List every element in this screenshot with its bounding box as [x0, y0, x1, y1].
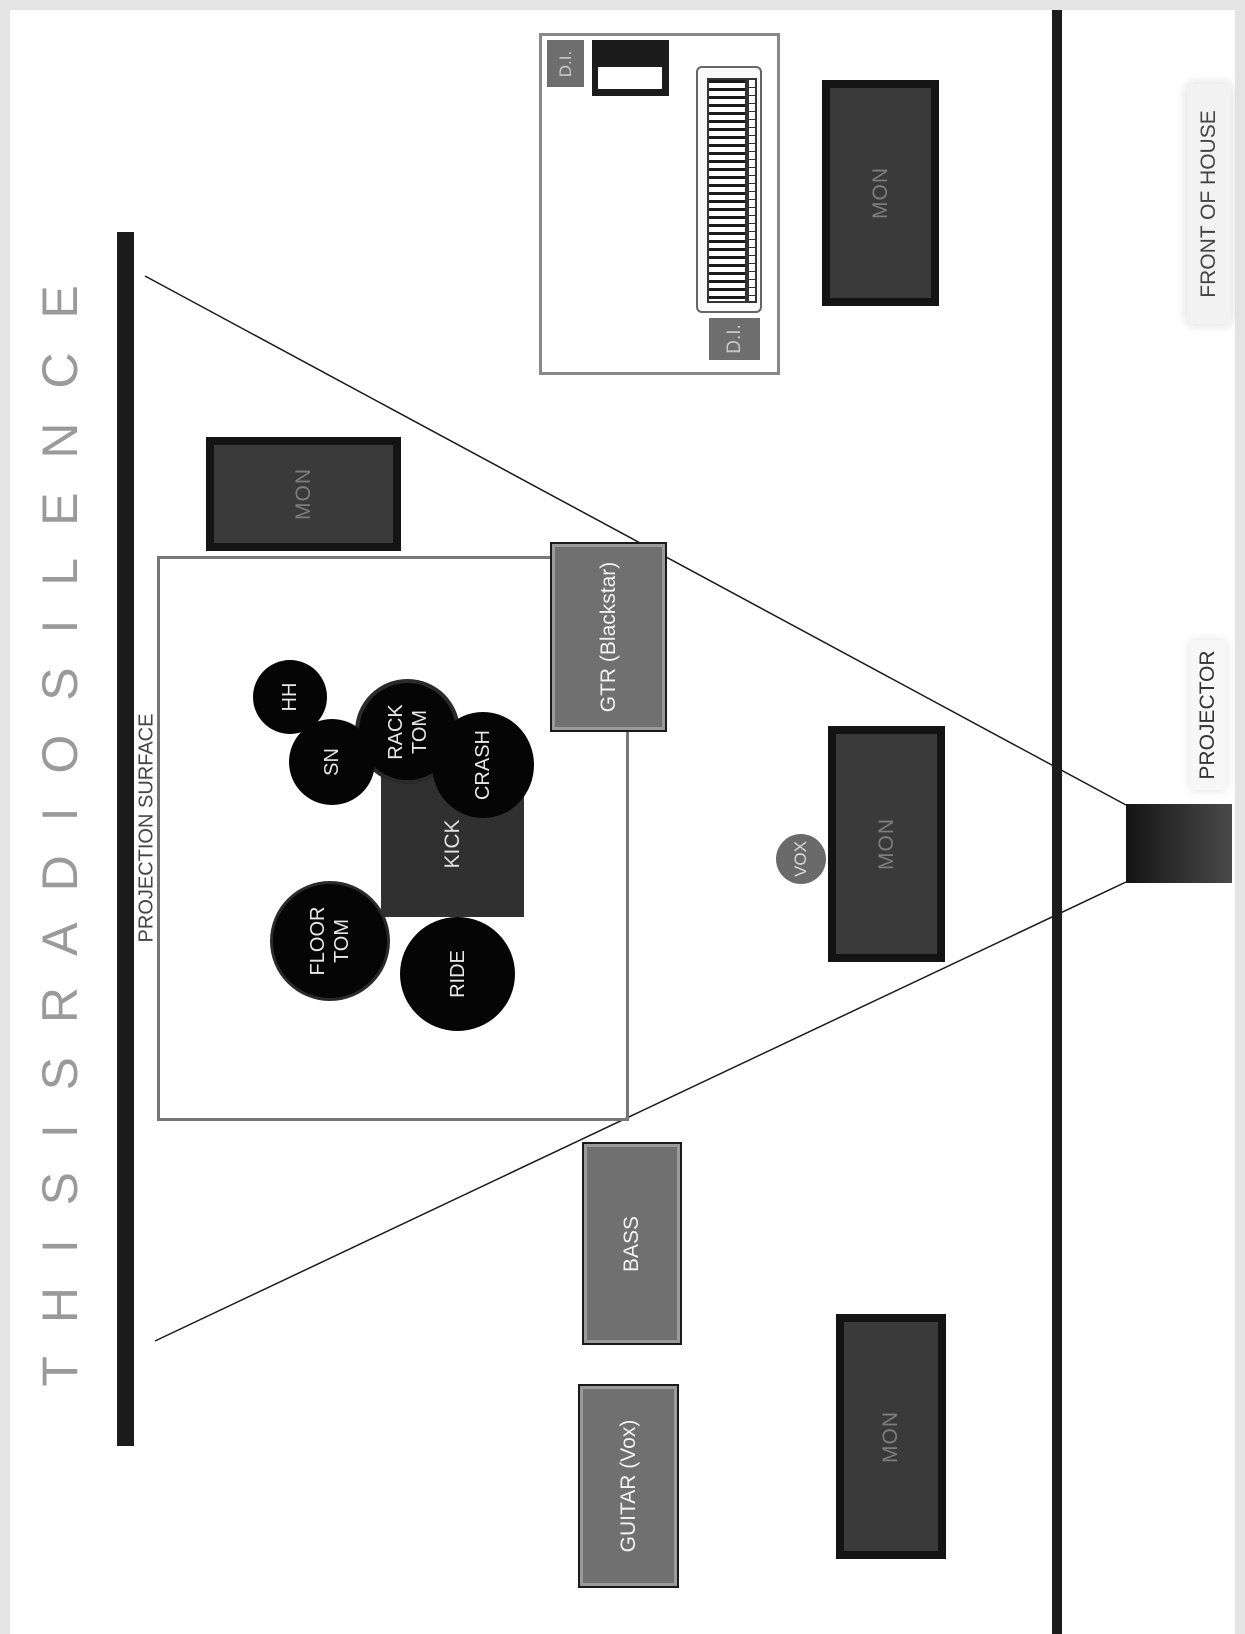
vox-mic: VOX	[776, 834, 826, 884]
page-left-border	[0, 0, 10, 1634]
projection-cone-upper-line	[144, 275, 1127, 806]
drum-crash: CRASH	[432, 712, 534, 818]
drum-floor-tom: FLOOR TOM	[273, 884, 387, 998]
projector-label: PROJECTOR	[1190, 640, 1226, 790]
di-box-bottom: D.I.	[709, 318, 760, 360]
band-title: T H I S I S R A D I O S I L E N C E	[32, 275, 88, 1387]
drum-ride: RIDE	[400, 917, 515, 1031]
drum-riser	[157, 556, 629, 1121]
projection-cone-lower-line	[154, 881, 1127, 1342]
projection-surface-bar	[117, 232, 134, 1446]
keyboard-white-keys	[747, 78, 757, 303]
monitor-keys: MON	[822, 80, 939, 306]
keys-module	[592, 40, 669, 96]
monitor-drums: MON	[206, 437, 401, 551]
front-of-house-label-box: FRONT OF HOUSE	[1187, 84, 1231, 324]
page-top-border	[0, 0, 1245, 10]
di-box-top: D.I.	[547, 40, 584, 87]
amp-gtr-blackstar: GTR (Blackstar)	[550, 542, 667, 732]
projection-surface-label: PROJECTION SURFACE	[135, 713, 158, 943]
monitor-guitar: MON	[836, 1314, 946, 1559]
keys-module-screen	[598, 67, 662, 89]
projector-unit	[1126, 804, 1232, 883]
monitor-vocal: MON	[828, 726, 945, 962]
amp-bass: BASS	[582, 1142, 682, 1345]
keyboard-keys	[707, 78, 747, 303]
amp-guitar-vox: GUITAR (Vox)	[578, 1384, 679, 1588]
page-right-border	[1235, 0, 1245, 1634]
stage-front-line	[1052, 10, 1062, 1634]
keyboard-icon	[696, 66, 762, 313]
drum-sn: SN	[289, 719, 375, 805]
